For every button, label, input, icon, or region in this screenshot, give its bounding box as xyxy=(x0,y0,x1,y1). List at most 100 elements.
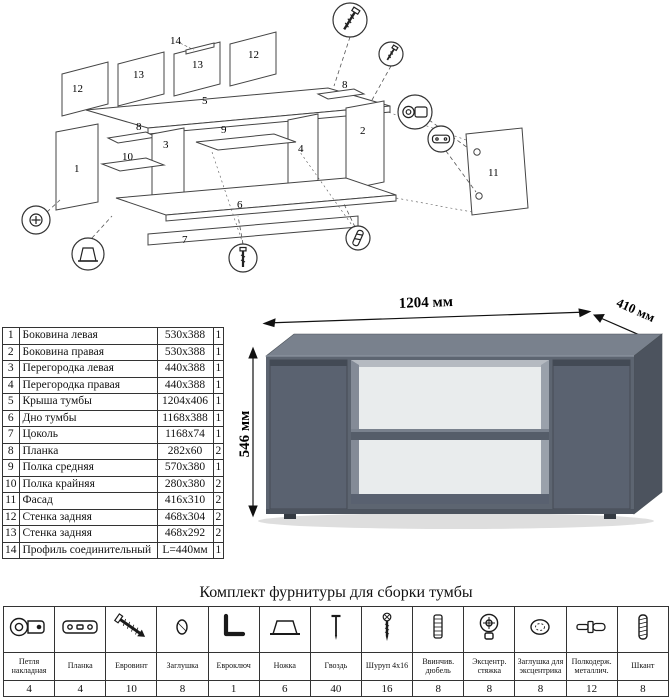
part-size: 1168x388 xyxy=(156,409,214,427)
hardware-qty: 1 xyxy=(207,680,260,697)
hardware-name: Петля накладная xyxy=(2,652,56,681)
euroscrew-icon xyxy=(114,613,146,637)
product-image: 1204 мм 410 мм 546 мм xyxy=(238,294,663,529)
detail-circle-dowel xyxy=(345,225,371,251)
hardware-qty: 10 xyxy=(105,680,158,697)
part-size: L=440мм xyxy=(156,541,214,559)
cam-detail-icon xyxy=(29,213,43,227)
part-label-12a: 12 xyxy=(72,83,83,95)
cabinet-top-face xyxy=(265,333,663,357)
screw-icon xyxy=(382,612,392,641)
part-name: Профиль соединительный xyxy=(18,541,158,559)
part-num: 9 xyxy=(2,459,20,477)
hardware-name: Планка xyxy=(54,652,107,681)
hardware-name: Евровинт xyxy=(105,652,158,681)
cabinet-render xyxy=(258,333,663,529)
hardware-qty: 8 xyxy=(463,680,516,697)
part-size: 282x60 xyxy=(156,442,214,460)
niche-bottom xyxy=(351,494,549,504)
shelf-side xyxy=(100,157,166,172)
part-qty: 1 xyxy=(212,327,225,345)
plank-left xyxy=(106,131,158,144)
plate-detail-icon xyxy=(431,134,451,144)
hinge-icon xyxy=(9,617,45,637)
shelf-pin-icon xyxy=(575,620,606,634)
part-num: 4 xyxy=(2,376,20,394)
hardware-qty: 16 xyxy=(360,680,414,697)
part-qty: 1 xyxy=(212,343,225,361)
shelf-middle xyxy=(195,133,297,151)
part-qty: 1 xyxy=(212,459,225,477)
detail-circle-plate xyxy=(427,125,455,153)
cabinet-shadow xyxy=(258,513,654,529)
hardware-qty: 8 xyxy=(616,680,670,697)
hardware-name: Заглушка xyxy=(156,652,209,681)
part-qty: 1 xyxy=(212,409,225,427)
cabinet-leg xyxy=(284,514,296,519)
hardware-qty: 40 xyxy=(309,680,362,697)
part-label-6: 6 xyxy=(237,199,243,211)
exploded-view-diagram: 14 13 13 12 12 5 8 8 2 9 3 4 10 1 6 7 11 xyxy=(21,2,529,273)
part-num: 11 xyxy=(2,492,20,510)
part-num: 2 xyxy=(2,343,20,361)
cabinet-right-face xyxy=(633,333,663,515)
hardware-qty: 6 xyxy=(258,680,311,697)
cabinet-leg xyxy=(604,514,616,519)
part-size: 440x388 xyxy=(156,376,214,394)
hardware-name: Шуруп 4x16 xyxy=(360,652,414,681)
part-name: Цоколь xyxy=(18,426,158,444)
part-label-13b: 13 xyxy=(192,59,204,71)
back-panel-13-left xyxy=(117,51,165,107)
leg-icon xyxy=(269,620,300,635)
part-num: 3 xyxy=(2,360,20,378)
part-name: Фасад xyxy=(18,492,158,510)
part-size: 416x310 xyxy=(156,492,214,510)
part-num: 10 xyxy=(2,475,20,493)
part-label-4: 4 xyxy=(298,143,304,155)
hardware-name: Эксцентр. стяжка xyxy=(463,652,516,681)
width-dimension xyxy=(262,308,592,328)
part-qty: 2 xyxy=(212,525,225,543)
part-label-8a: 8 xyxy=(136,121,142,133)
niche-shelf xyxy=(351,432,549,440)
part-num: 5 xyxy=(2,393,20,411)
part-qty: 1 xyxy=(212,541,225,559)
hardware-name: Ввинчив. дюбель xyxy=(412,652,465,681)
threaded-dowel-icon xyxy=(433,614,443,639)
part-size: 280x380 xyxy=(156,475,214,493)
part-label-8b: 8 xyxy=(342,79,348,91)
part-num: 14 xyxy=(2,541,20,559)
left-door xyxy=(269,359,348,510)
leg-detail-icon xyxy=(78,247,98,262)
cam-lock-icon xyxy=(480,613,499,640)
screw-bottom-detail-icon xyxy=(239,246,247,267)
part-label-1: 1 xyxy=(74,163,80,175)
wood-dowel-icon xyxy=(638,614,648,640)
hardware-name: Заглушка для эксцентрика xyxy=(514,652,567,681)
part-num: 12 xyxy=(2,508,20,526)
dowel-detail-icon xyxy=(352,229,364,247)
part-qty: 1 xyxy=(212,376,225,394)
part-qty: 1 xyxy=(212,393,225,411)
hardware-title: Комплект фурнитуры для сборки тумбы xyxy=(199,584,473,601)
hardware-names-row: Петля накладная Планка Евровинт Заглушка… xyxy=(2,652,670,681)
euroscrew-detail-icon xyxy=(343,6,361,30)
hardware-name: Шкант xyxy=(616,652,670,681)
part-label-14: 14 xyxy=(170,35,182,47)
plate-icon xyxy=(62,620,98,634)
part-name: Стенка задняя xyxy=(18,508,158,526)
part-size: 1204x406 xyxy=(156,393,214,411)
part-name: Боковина левая xyxy=(18,327,158,345)
